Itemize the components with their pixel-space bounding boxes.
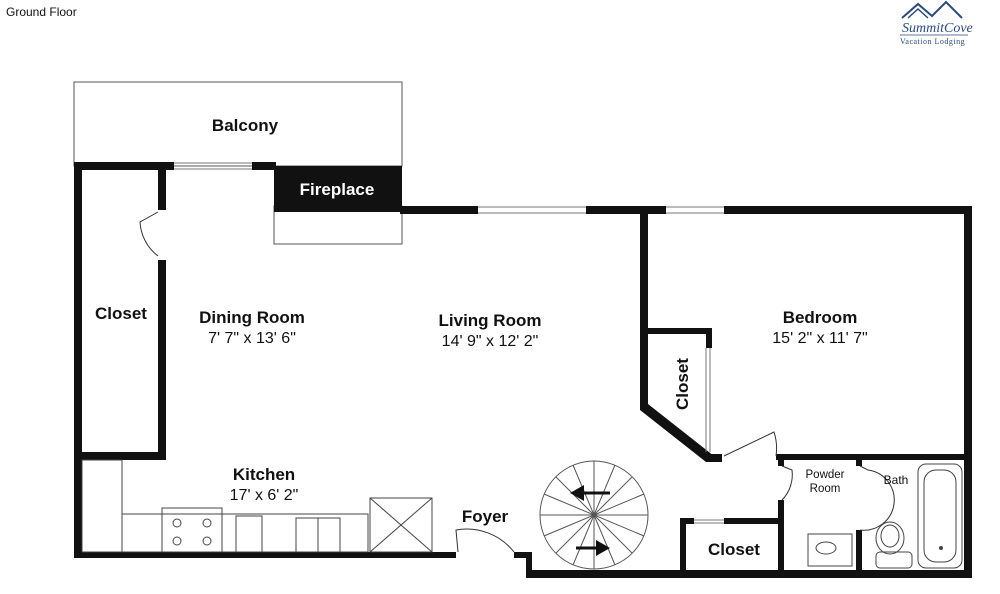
label-closet-foyer: Closet [708,540,760,559]
door-swings [139,211,895,553]
label-dining-room: Dining Room [199,308,305,327]
label-living-room: Living Room [439,311,542,330]
arrow-left-icon [570,485,584,501]
arrow-right-icon [596,540,610,556]
summit-cove-logo: SummitCove Vacation Lodging [900,0,973,46]
label-closet-bedroom: Closet [673,358,692,410]
toilet-icon [875,551,913,569]
logo-tagline: Vacation Lodging [900,37,965,46]
refrigerator-icon [369,497,433,553]
label-balcony: Balcony [212,116,279,135]
powder-sink-icon [807,533,853,567]
dims-kitchen: 17' x 6' 2" [230,487,299,504]
stair-arrows [570,485,610,556]
dims-bedroom: 15' 2" x 11' 7" [772,330,867,347]
walls [74,162,972,578]
label-closet-left: Closet [95,304,147,323]
stove-icon [161,507,223,553]
label-powder-room-line2: Room [810,483,841,495]
windows [174,162,724,524]
floor-label: Ground Floor [6,5,77,19]
bath-fixtures [807,463,963,569]
bathtub-icon [917,463,963,569]
balcony-outline [73,81,403,167]
label-powder-room-line1: Powder [806,469,845,481]
dims-dining-room: 7' 7" x 13' 6" [208,330,296,347]
dims-living-room: 14' 9" x 12' 2" [442,333,539,350]
label-bedroom: Bedroom [783,308,858,327]
mountain-logo-icon [901,0,963,19]
label-kitchen: Kitchen [233,465,295,484]
kitchen-fixtures [81,459,433,553]
label-fireplace: Fireplace [300,180,375,199]
label-bath: Bath [884,473,909,487]
logo-brand-text: SummitCove [902,21,973,36]
spiral-staircase [539,460,649,570]
label-foyer: Foyer [462,507,509,526]
